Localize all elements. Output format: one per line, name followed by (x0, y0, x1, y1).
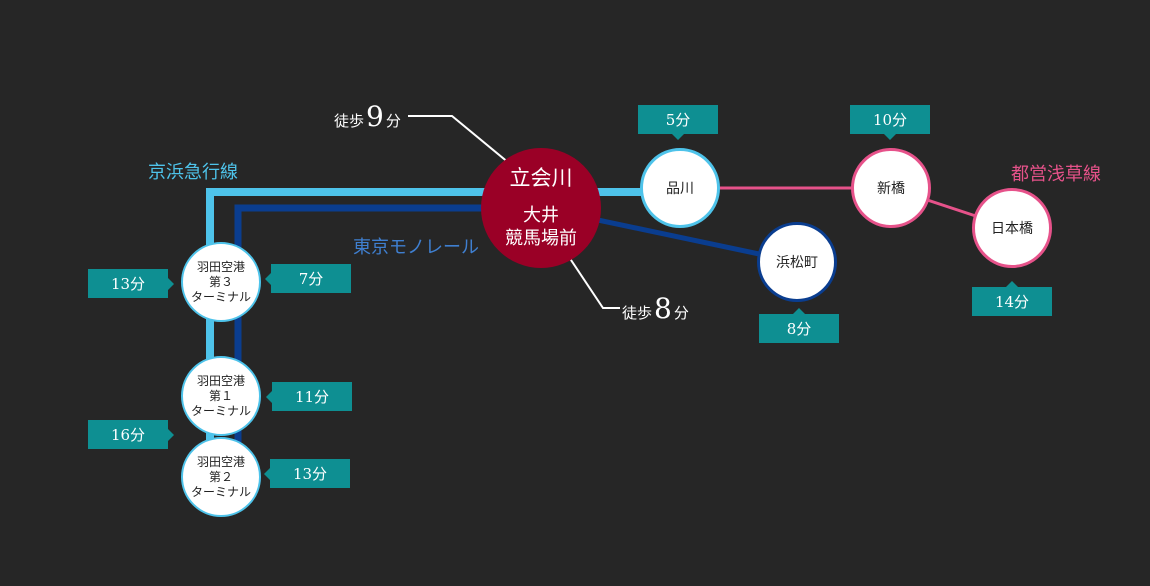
main-station: 立会川 大井 競馬場前 (481, 148, 601, 268)
station-nihonbashi-label: 日本橋 (991, 221, 1033, 237)
walk-tachiaigawa: 徒歩 9 分 (334, 100, 401, 133)
station-haneda-t3-number: 第３ (208, 274, 233, 289)
station-shinagawa-label: 品川 (666, 181, 694, 197)
time-haneda-t3-monorail: 7分 (265, 264, 351, 293)
main-station-oi: 大井 (523, 204, 559, 226)
main-station-tachiaigawa: 立会川 (509, 165, 573, 190)
station-shinagawa: 品川 (640, 148, 720, 228)
time-shinagawa: 5分 (638, 105, 718, 140)
time-haneda-t12-keikyu: 16分 (88, 420, 174, 449)
station-haneda-t1: 羽田空港 第１ ターミナル (181, 356, 261, 436)
monorail-line-label: 東京モノレール (353, 237, 479, 258)
walk-tachiaigawa-minutes: 9 (366, 100, 384, 133)
station-nihonbashi: 日本橋 (972, 188, 1052, 268)
station-shinbashi: 新橋 (851, 148, 931, 228)
station-haneda-t3-terminal: ターミナル (190, 289, 251, 304)
asakusa-line (680, 186, 1013, 230)
walk-oikeiba-prefix: 徒歩 (622, 304, 653, 322)
time-haneda-t1-monorail: 11分 (266, 382, 352, 411)
station-haneda-t2-terminal: ターミナル (190, 484, 251, 499)
asakusa-line-label: 都営浅草線 (1011, 164, 1101, 185)
station-haneda-t2-name: 羽田空港 (196, 454, 245, 469)
walk-oikeiba-unit: 分 (673, 304, 689, 322)
time-nihonbashi: 14分 (972, 281, 1052, 316)
walk-leader-oikeiba (562, 247, 620, 309)
time-haneda-t3-keikyu: 13分 (88, 269, 174, 298)
walk-oikeiba: 徒歩 8 分 (622, 292, 689, 325)
walk-oikeiba-minutes: 8 (654, 292, 672, 325)
station-haneda-t1-number: 第１ (208, 388, 233, 403)
keikyu-line-label: 京浜急行線 (148, 162, 238, 183)
walk-leader-tachiaigawa (408, 115, 516, 169)
walk-tachiaigawa-prefix: 徒歩 (334, 112, 365, 130)
walk-tachiaigawa-unit: 分 (385, 112, 401, 130)
station-haneda-t2: 羽田空港 第２ ターミナル (181, 437, 261, 517)
station-hamamatsucho-label: 浜松町 (776, 255, 818, 271)
station-haneda-t1-terminal: ターミナル (190, 403, 251, 418)
time-haneda-t2-monorail: 13分 (264, 459, 350, 488)
station-haneda-t3-name: 羽田空港 (196, 259, 245, 274)
main-station-keibajomae: 競馬場前 (505, 227, 577, 249)
station-hamamatsucho: 浜松町 (757, 222, 837, 302)
station-haneda-t3: 羽田空港 第３ ターミナル (181, 242, 261, 322)
station-shinbashi-label: 新橋 (877, 181, 905, 197)
station-haneda-t1-name: 羽田空港 (196, 373, 245, 388)
time-hamamatsucho: 8分 (759, 308, 839, 343)
time-shinbashi: 10分 (850, 105, 930, 140)
station-haneda-t2-number: 第２ (208, 469, 233, 484)
